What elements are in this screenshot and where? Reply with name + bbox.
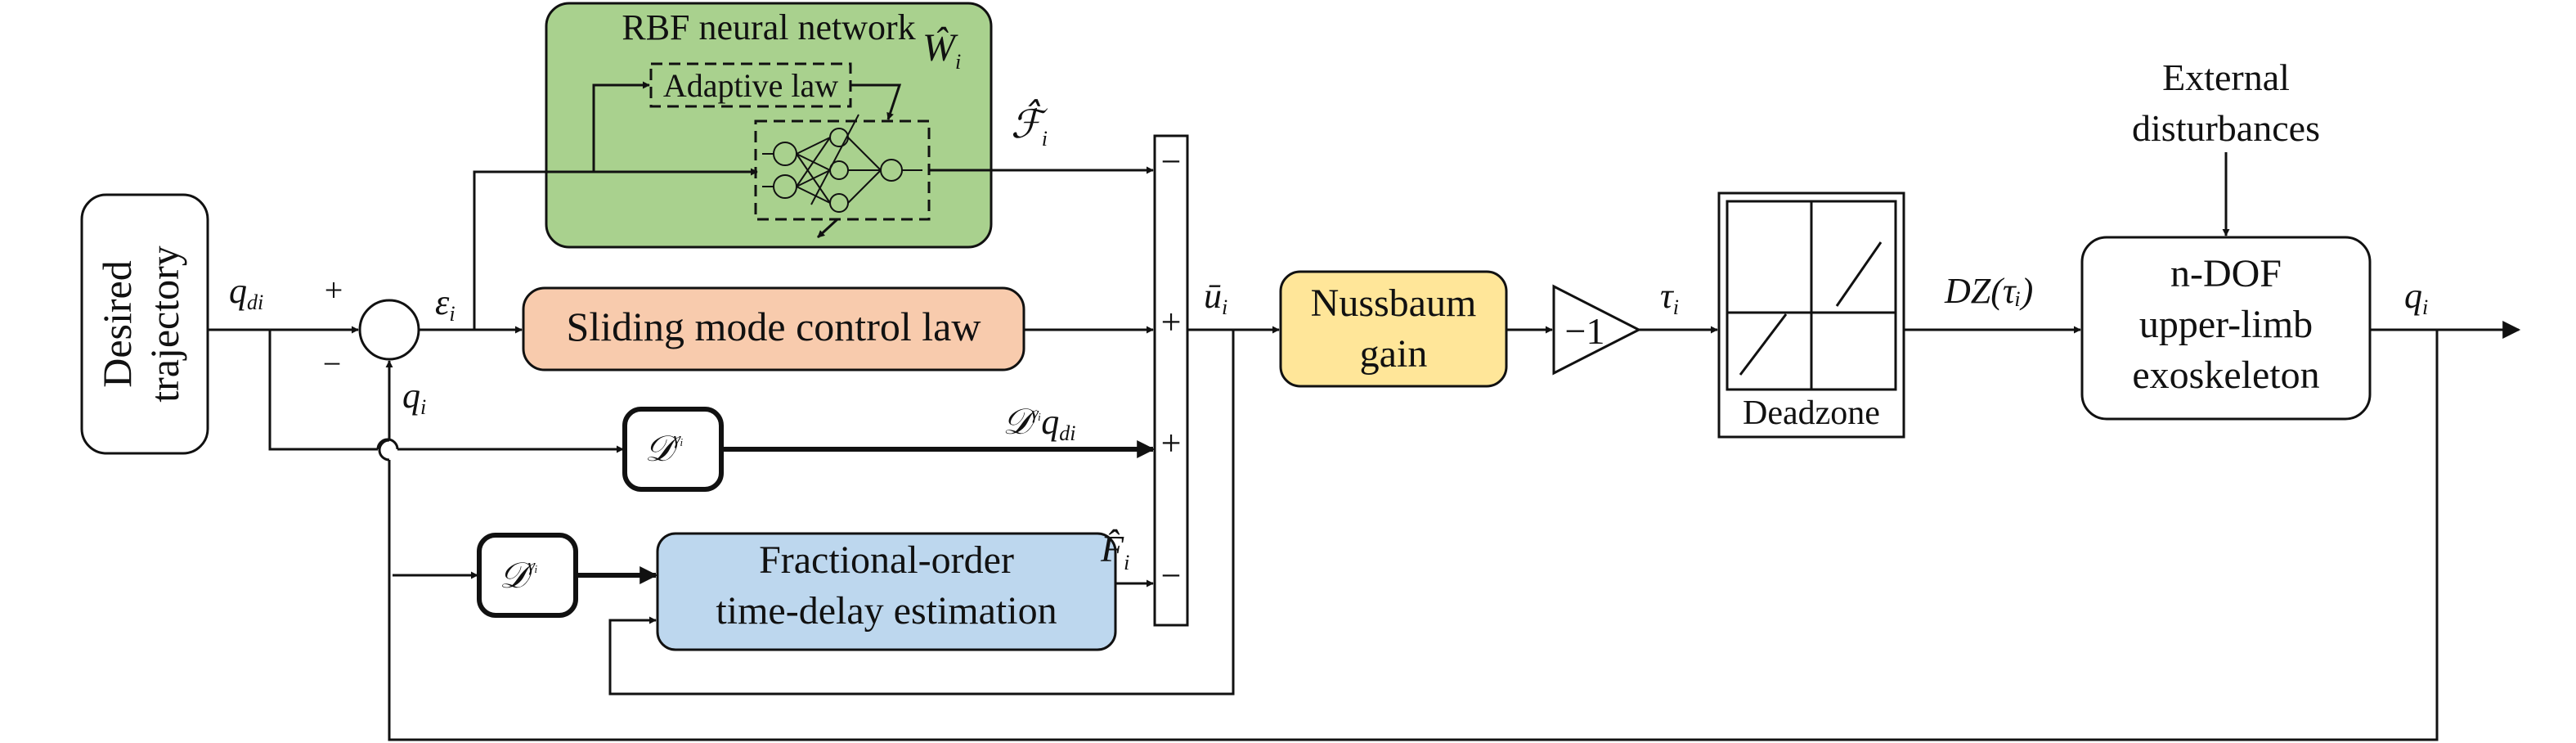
signal-u-bar: ūi	[1204, 276, 1227, 319]
exo-label-line2: upper-limb	[2139, 303, 2313, 346]
deadzone-block: Deadzone	[1717, 191, 1905, 439]
signal-wires	[208, 81, 2521, 741]
gain-value: −1	[1565, 310, 1605, 352]
signal-f-cal-hat: ℱ̂i	[1011, 98, 1048, 151]
deadzone-right-slope	[1835, 241, 1883, 307]
nussbaum-label-line1: Nussbaum	[1311, 281, 1477, 325]
deadzone-left-slope	[1739, 313, 1788, 376]
bar-sign-minus-bottom: −	[1161, 556, 1182, 596]
neural-network-icon	[762, 114, 922, 213]
signal-dz-tau: DZ(τᵢ)	[1944, 271, 2033, 311]
signal-q-feedback: qi	[402, 376, 426, 419]
desired-label-line2: trajectory	[141, 245, 187, 403]
signal-q-out: qi	[2404, 276, 2428, 319]
exo-label-line3: exoskeleton	[2132, 353, 2319, 397]
tde-label-line2: time-delay estimation	[716, 589, 1057, 633]
nussbaum-gain-block: Nussbaum gain	[1279, 270, 1508, 388]
signal-labels: qdi εi qi Ŵi ℱ̂i ūi τi DZ(τᵢ) qi 𝒟γᵢqdi …	[229, 26, 2428, 574]
desired-trajectory-block: Desired trajectory	[80, 193, 209, 455]
bar-sign-plus-1: +	[1161, 302, 1182, 342]
exo-label-line1: n-DOF	[2170, 252, 2282, 295]
ext-dist-line2: disturbances	[2132, 107, 2320, 149]
time-delay-estimation-block: Fractional-order time-delay estimation	[656, 532, 1117, 651]
signal-d-q-di: 𝒟γᵢqdi	[1003, 402, 1076, 445]
frac-op-2-exponent: γᵢ	[527, 555, 537, 575]
svg-text:trajectory: trajectory	[141, 245, 187, 403]
signal-tau: τi	[1660, 276, 1679, 319]
bar-sign-plus-2: +	[1161, 423, 1182, 463]
signal-w-hat: Ŵi	[922, 26, 961, 74]
deadzone-label: Deadzone	[1743, 394, 1880, 432]
desired-label-line1: Desired	[94, 260, 140, 388]
ext-dist-line1: External	[2162, 56, 2290, 98]
gain-triangle-block: −1	[1552, 284, 1642, 376]
exoskeleton-block: n-DOF upper-limb exoskeleton	[2080, 236, 2372, 421]
frac-operator-block-1: 𝒟γᵢ	[622, 407, 724, 492]
external-disturbances-label: External disturbances	[2132, 56, 2320, 149]
tde-label-line1: Fractional-order	[759, 538, 1014, 582]
summation-bar: − + + −	[1153, 134, 1189, 627]
signal-epsilon: εi	[435, 282, 456, 326]
svg-text:Desired: Desired	[94, 260, 140, 388]
sliding-mode-control-block: Sliding mode control law	[522, 286, 1025, 372]
rbf-neural-network-block: RBF neural network Adaptive law	[545, 2, 993, 249]
summing-junction: + −	[323, 272, 420, 382]
signal-f-hat: F̂i	[1100, 528, 1129, 574]
adaptive-law-label: Adaptive law	[663, 67, 838, 104]
bar-sign-minus-top: −	[1161, 142, 1182, 182]
rbf-title: RBF neural network	[622, 7, 915, 47]
signal-q-di: qdi	[229, 271, 263, 314]
sum-sign-plus: +	[325, 272, 343, 308]
frac-operator-block-2: 𝒟γᵢ	[477, 533, 578, 618]
frac-op-1-exponent: γᵢ	[673, 428, 683, 448]
sliding-mode-label: Sliding mode control law	[567, 304, 981, 349]
nussbaum-label-line2: gain	[1360, 332, 1428, 376]
sum-sign-minus: −	[323, 345, 342, 382]
